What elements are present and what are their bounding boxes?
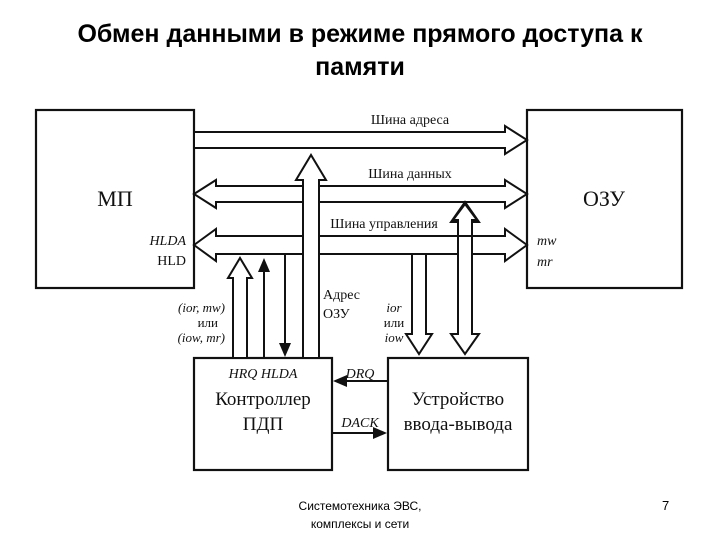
mp-label: МП — [97, 186, 133, 211]
footer-line-1: Системотехника ЭВС, — [298, 499, 422, 513]
iow-mr-label: (iow, mr) — [178, 330, 225, 345]
hrq-arrowhead — [258, 258, 270, 272]
title-line-1: Обмен данными в режиме прямого доступа к — [77, 20, 643, 48]
io-control-down-arrow — [404, 253, 434, 356]
hld-mp-label: HLD — [157, 254, 186, 269]
address-ozu-label-line-2: ОЗУ — [323, 307, 350, 322]
dack-arrowhead — [373, 427, 387, 439]
controller-control-up-arrow — [226, 256, 254, 359]
mp-block — [34, 108, 196, 290]
page-number: 7 — [662, 498, 670, 513]
mr-label: mr — [537, 255, 553, 270]
controller-label-line-2: ПДП — [243, 414, 284, 435]
ozu-label: ОЗУ — [583, 186, 625, 211]
control-bus-arrow — [192, 227, 529, 263]
control-bus-label: Шина управления — [330, 217, 438, 232]
data-bus-arrow — [192, 178, 529, 210]
iow-label: iow — [385, 330, 404, 345]
address-bus-label: Шина адреса — [371, 113, 450, 128]
address-bus-arrow — [193, 124, 529, 156]
ior-mw-label: (ior, mw) — [178, 300, 225, 315]
drq-arrowhead — [333, 375, 347, 387]
drq-label: DRQ — [345, 367, 375, 382]
data-bus-label: Шина данных — [368, 167, 452, 182]
mw-label: mw — [537, 234, 557, 249]
footer: Системотехника ЭВС, комплексы и сети — [270, 497, 450, 533]
control-to-data-small-arrow — [451, 202, 479, 237]
io-device-block — [386, 356, 530, 472]
hrq-hlda-label: HRQ HLDA — [228, 367, 298, 382]
title-line-2: памяти — [315, 53, 405, 81]
footer-line-2: комплексы и сети — [310, 517, 410, 531]
controller-label-line-1: Контроллер — [215, 389, 311, 410]
hlda-arrowhead — [279, 343, 291, 357]
device-label-line-2: ввода-вывода — [404, 414, 513, 435]
device-label-line-1: Устройство — [412, 389, 504, 410]
io-data-vertical-arrow — [449, 200, 481, 356]
hlda-mp-label: HLDA — [148, 234, 186, 249]
dack-label: DACK — [340, 416, 379, 431]
address-ozu-label-line-1: Адрес — [323, 288, 360, 303]
page-title: Обмен данными в режиме прямого доступа к… — [0, 18, 720, 84]
controller-address-arrow — [294, 153, 328, 359]
ozu-block — [525, 108, 684, 290]
or-label-left: или — [198, 315, 218, 330]
controller-block — [192, 356, 334, 472]
ior-label: ior — [386, 300, 402, 315]
or-label-right: или — [384, 315, 404, 330]
